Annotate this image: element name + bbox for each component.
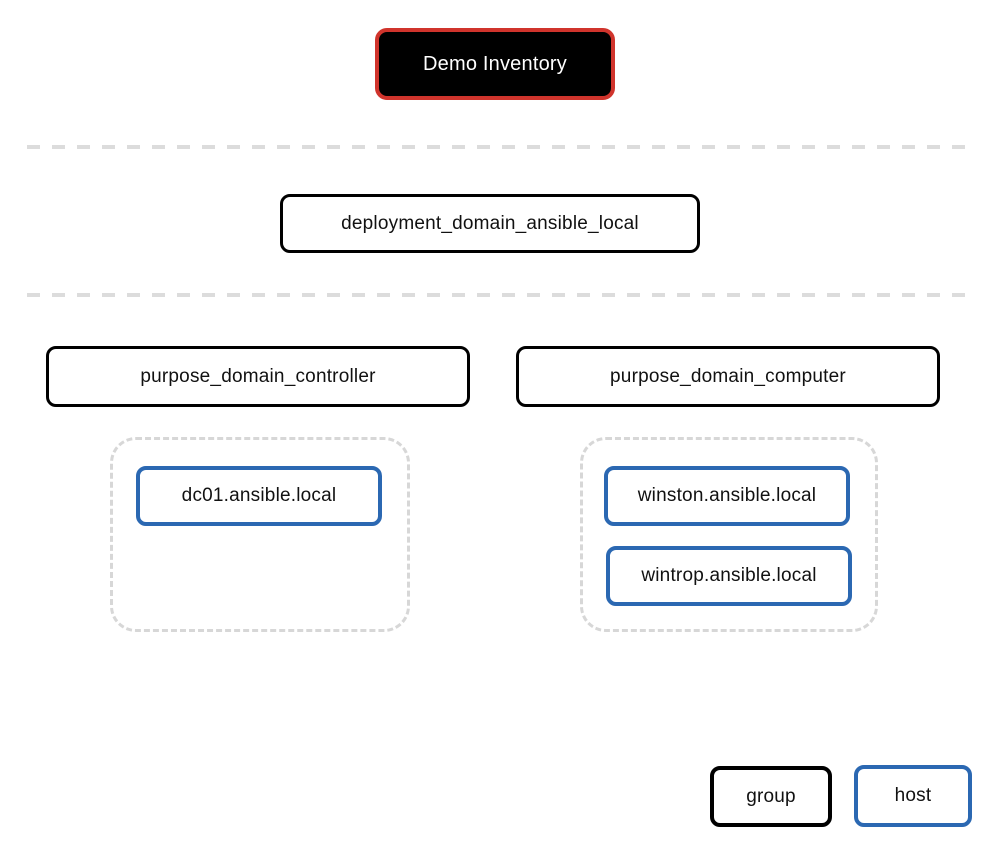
inventory-root-node: Demo Inventory bbox=[375, 28, 615, 100]
separator-line bbox=[27, 293, 977, 297]
host-cluster-controller bbox=[110, 437, 410, 632]
legend-group-box: group bbox=[710, 766, 832, 827]
host-node-dc01: dc01.ansible.local bbox=[136, 466, 382, 526]
group-node-deployment-domain: deployment_domain_ansible_local bbox=[280, 194, 700, 253]
host-node-winston: winston.ansible.local bbox=[604, 466, 850, 526]
separator-line bbox=[27, 145, 977, 149]
group-node-purpose-domain-controller: purpose_domain_controller bbox=[46, 346, 470, 407]
group-node-purpose-domain-computer: purpose_domain_computer bbox=[516, 346, 940, 407]
host-node-wintrop: wintrop.ansible.local bbox=[606, 546, 852, 606]
host-cluster-computer bbox=[580, 437, 878, 632]
legend-host-box: host bbox=[854, 765, 972, 827]
